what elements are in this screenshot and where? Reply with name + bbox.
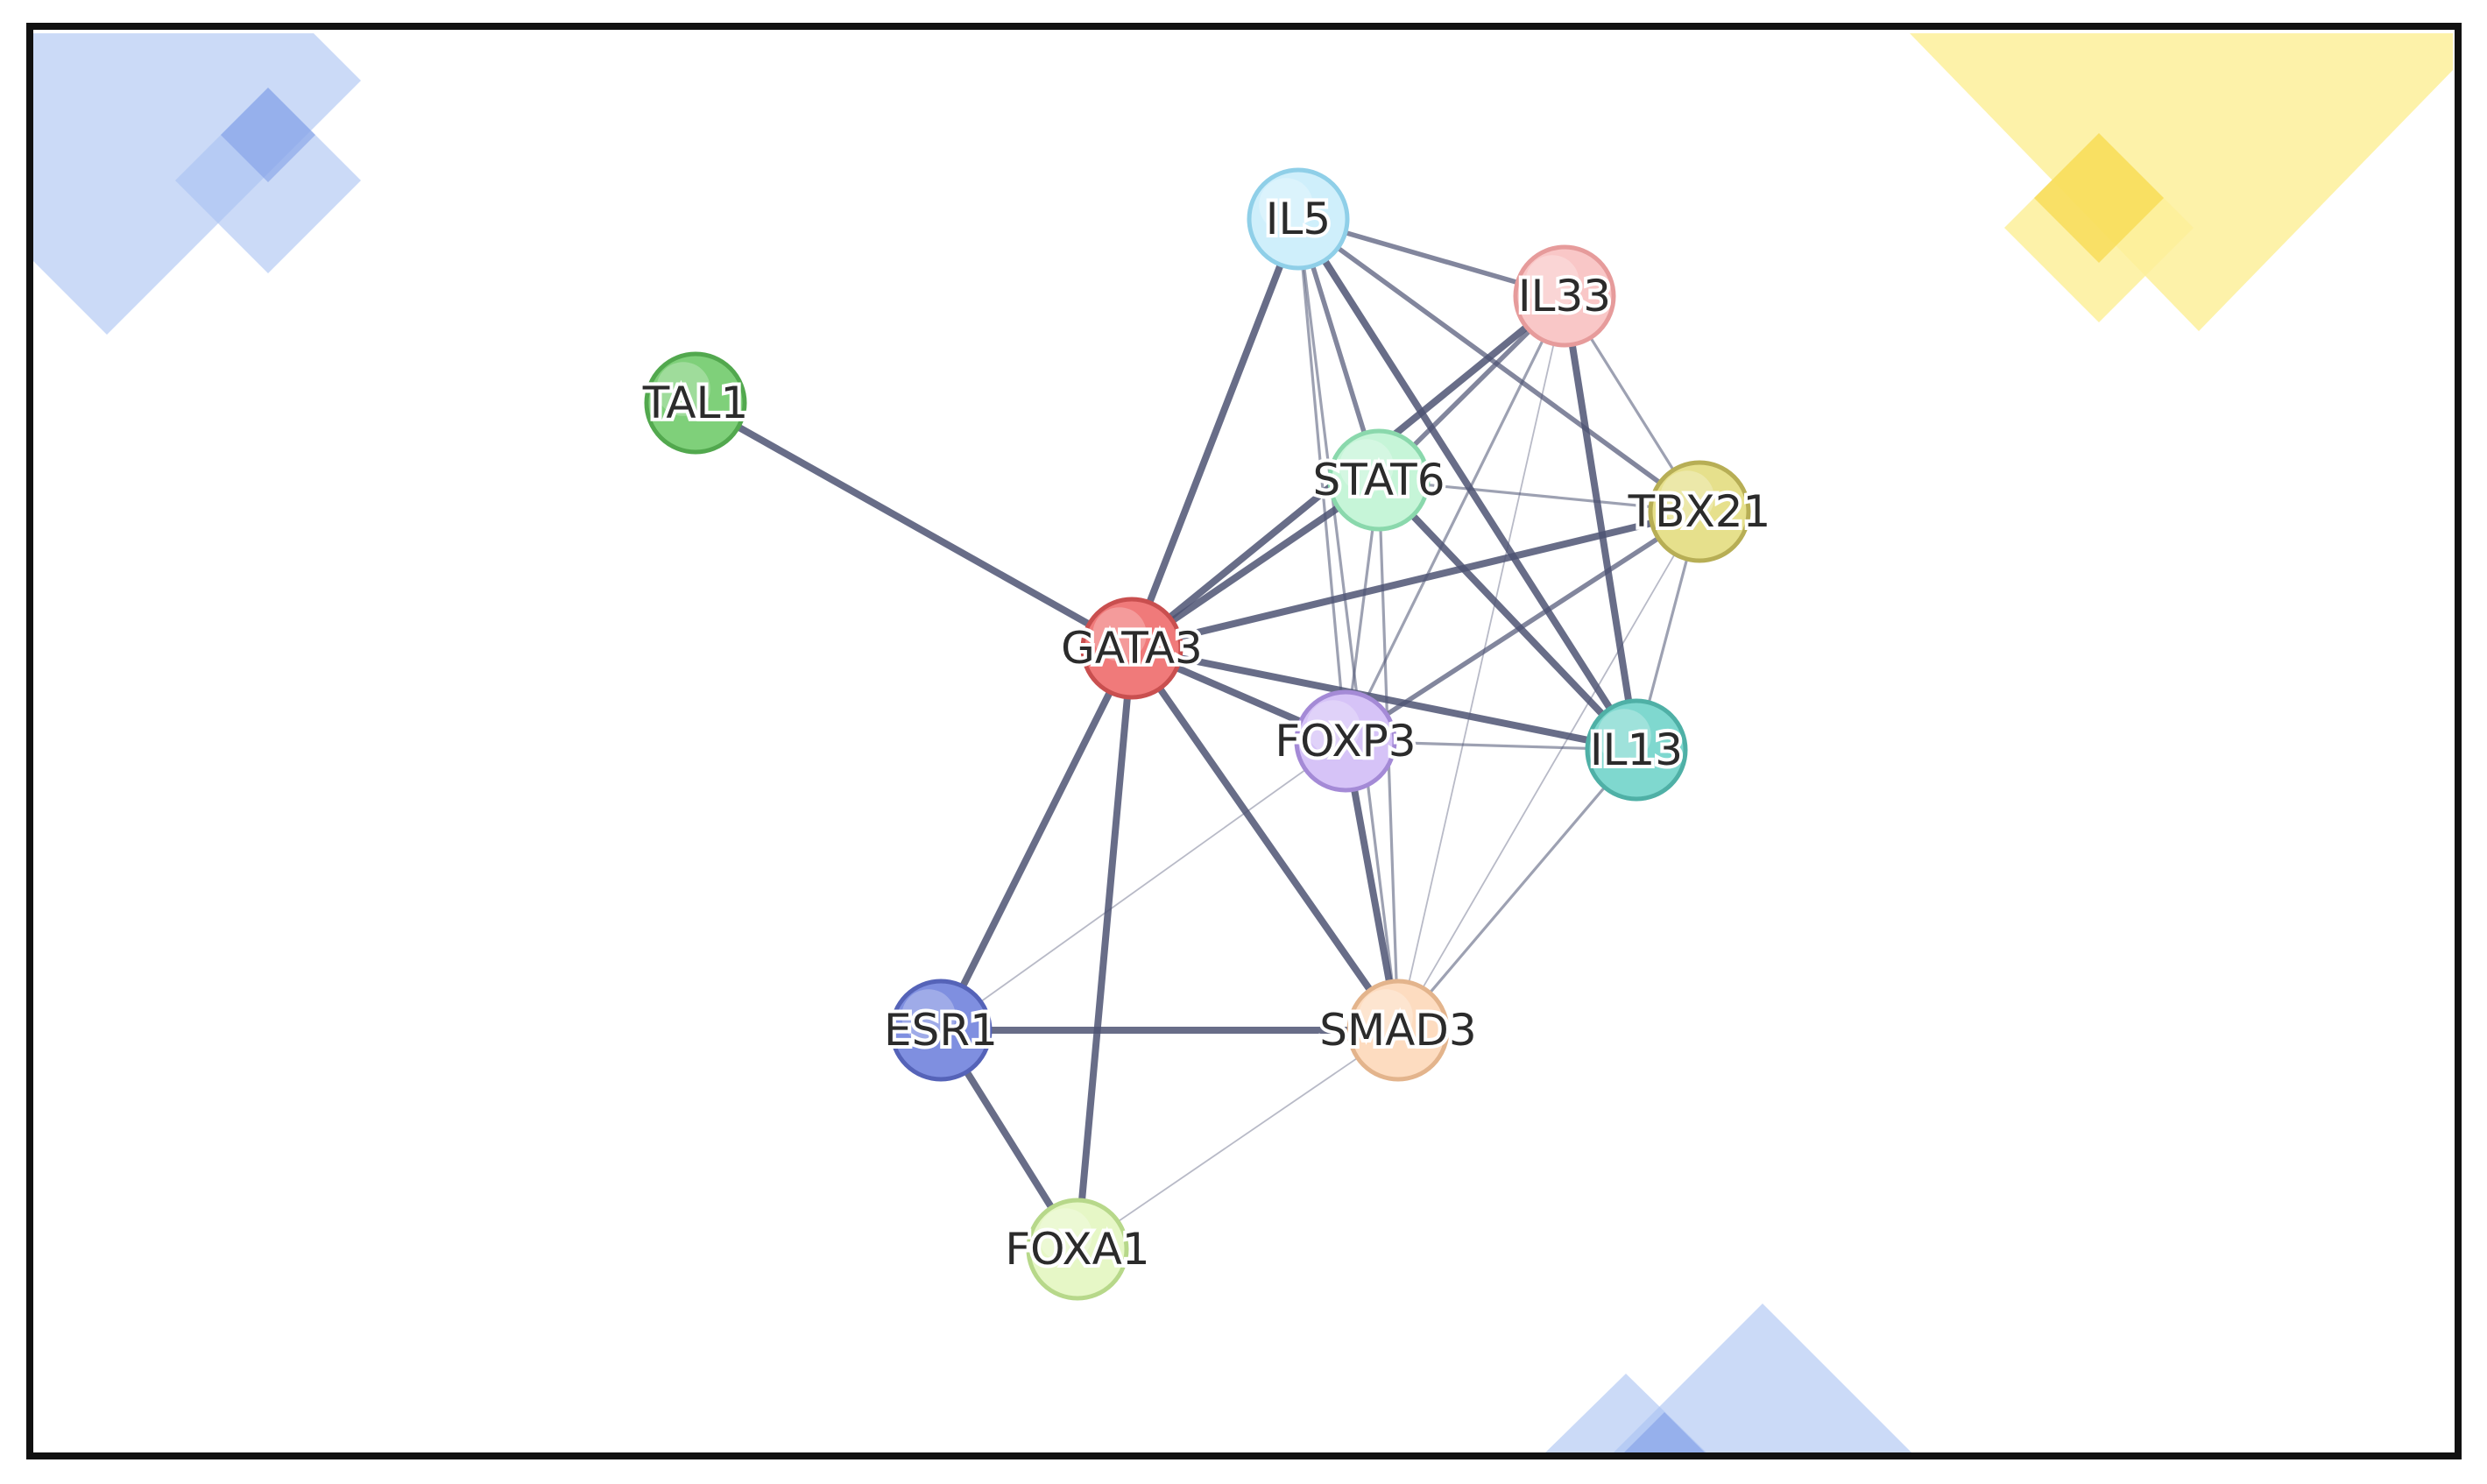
- edge-gata3-esr1: [937, 645, 1135, 1034]
- node-highlight-stat6: [1339, 439, 1394, 493]
- edge-tbx21-gata3: [1128, 508, 1703, 652]
- frame-border: [26, 23, 2462, 1459]
- edge-tbx21-smad3: [1397, 511, 1700, 1031]
- edge-foxp3-esr1: [940, 740, 1346, 1031]
- node-circle-il5[interactable]: [1247, 167, 1350, 271]
- node-highlight-il13: [1597, 709, 1651, 763]
- node-circle-tbx21[interactable]: [1648, 460, 1751, 563]
- node-highlight-tal1: [656, 362, 710, 416]
- node-gata3[interactable]: GATA3: [1057, 597, 1206, 700]
- node-circle-foxp3[interactable]: [1294, 689, 1397, 793]
- node-foxp3[interactable]: FOXP3: [1271, 689, 1420, 793]
- node-label-smad3: SMAD3: [1319, 1005, 1476, 1056]
- edge-il13-smad3: [1396, 748, 1638, 1032]
- edge-il5-tbx21: [1296, 216, 1702, 514]
- edge-stat6-il13: [1375, 477, 1640, 753]
- node-label-il33: IL33: [1518, 271, 1611, 322]
- node-highlight-tbx21: [1660, 470, 1714, 525]
- node-highlight-esr1: [901, 989, 956, 1043]
- node-tal1[interactable]: TAL1: [639, 351, 752, 455]
- node-circle-esr1[interactable]: [889, 979, 993, 1082]
- decorative-shapes: [33, 33, 2453, 1459]
- node-label-gata3: GATA3: [1061, 623, 1203, 674]
- edge-il5-gata3: [1128, 216, 1302, 652]
- node-il5[interactable]: IL5: [1247, 167, 1350, 271]
- node-highlight-gata3: [1092, 607, 1147, 661]
- node-esr1[interactable]: ESR1: [880, 979, 1001, 1082]
- edge-il33-foxp3: [1344, 294, 1566, 743]
- node-circle-stat6[interactable]: [1327, 428, 1431, 532]
- node-label-il13: IL13: [1590, 724, 1683, 775]
- node-circle-tal1[interactable]: [644, 351, 747, 455]
- edge-smad3-foxa1: [1077, 1029, 1399, 1250]
- node-circle-gata3[interactable]: [1080, 597, 1183, 700]
- edge-gata3-smad3: [1128, 645, 1402, 1034]
- deco-diamond-bottom-overlap: [1617, 1412, 1712, 1459]
- node-stat6[interactable]: STAT6: [1309, 428, 1449, 532]
- edge-il33-il13: [1561, 293, 1640, 753]
- node-highlight-il33: [1525, 255, 1579, 309]
- edge-stat6-tbx21: [1377, 478, 1701, 513]
- node-label-foxp3: FOXP3: [1275, 716, 1416, 767]
- node-il33[interactable]: IL33: [1513, 244, 1616, 348]
- deco-diamond-top-right-large: [1910, 33, 2453, 331]
- node-smad3[interactable]: SMAD3: [1316, 979, 1480, 1082]
- node-tbx21[interactable]: TBX21: [1624, 460, 1774, 563]
- node-foxa1[interactable]: FOXA1: [1001, 1198, 1154, 1301]
- node-circle-il13[interactable]: [1585, 698, 1688, 802]
- node-highlight-il5: [1259, 178, 1313, 232]
- node-label-tbx21: TBX21: [1628, 486, 1771, 537]
- edge-il5-il13: [1295, 216, 1640, 753]
- node-label-foxa1: FOXA1: [1005, 1224, 1149, 1275]
- node-highlight-foxa1: [1038, 1208, 1092, 1262]
- deco-diamond-bottom-large: [1607, 1304, 1918, 1459]
- deco-diamond-top-left-overlap: [221, 88, 315, 182]
- edge-gata3-il13: [1128, 645, 1640, 753]
- node-label-esr1: ESR1: [884, 1005, 998, 1056]
- edge-il33-smad3: [1397, 295, 1565, 1031]
- node-circle-foxa1[interactable]: [1026, 1198, 1129, 1301]
- edge-tal1-gata3: [692, 399, 1135, 652]
- node-circle-smad3[interactable]: [1346, 979, 1450, 1082]
- node-il13[interactable]: IL13: [1585, 698, 1688, 802]
- deco-diamond-top-right-overlap: [2034, 133, 2164, 263]
- edge-il5-foxp3: [1296, 217, 1347, 743]
- node-label-tal1: TAL1: [642, 378, 749, 428]
- node-highlight-smad3: [1359, 989, 1413, 1043]
- node-label-il5: IL5: [1266, 194, 1331, 244]
- node-label-stat6: STAT6: [1312, 455, 1445, 505]
- edge-gata3-foxa1: [1074, 645, 1135, 1253]
- node-circle-il33[interactable]: [1513, 244, 1616, 348]
- edge-layer: [692, 216, 1703, 1253]
- edge-il5-smad3: [1296, 217, 1400, 1032]
- node-highlight-foxp3: [1306, 700, 1360, 754]
